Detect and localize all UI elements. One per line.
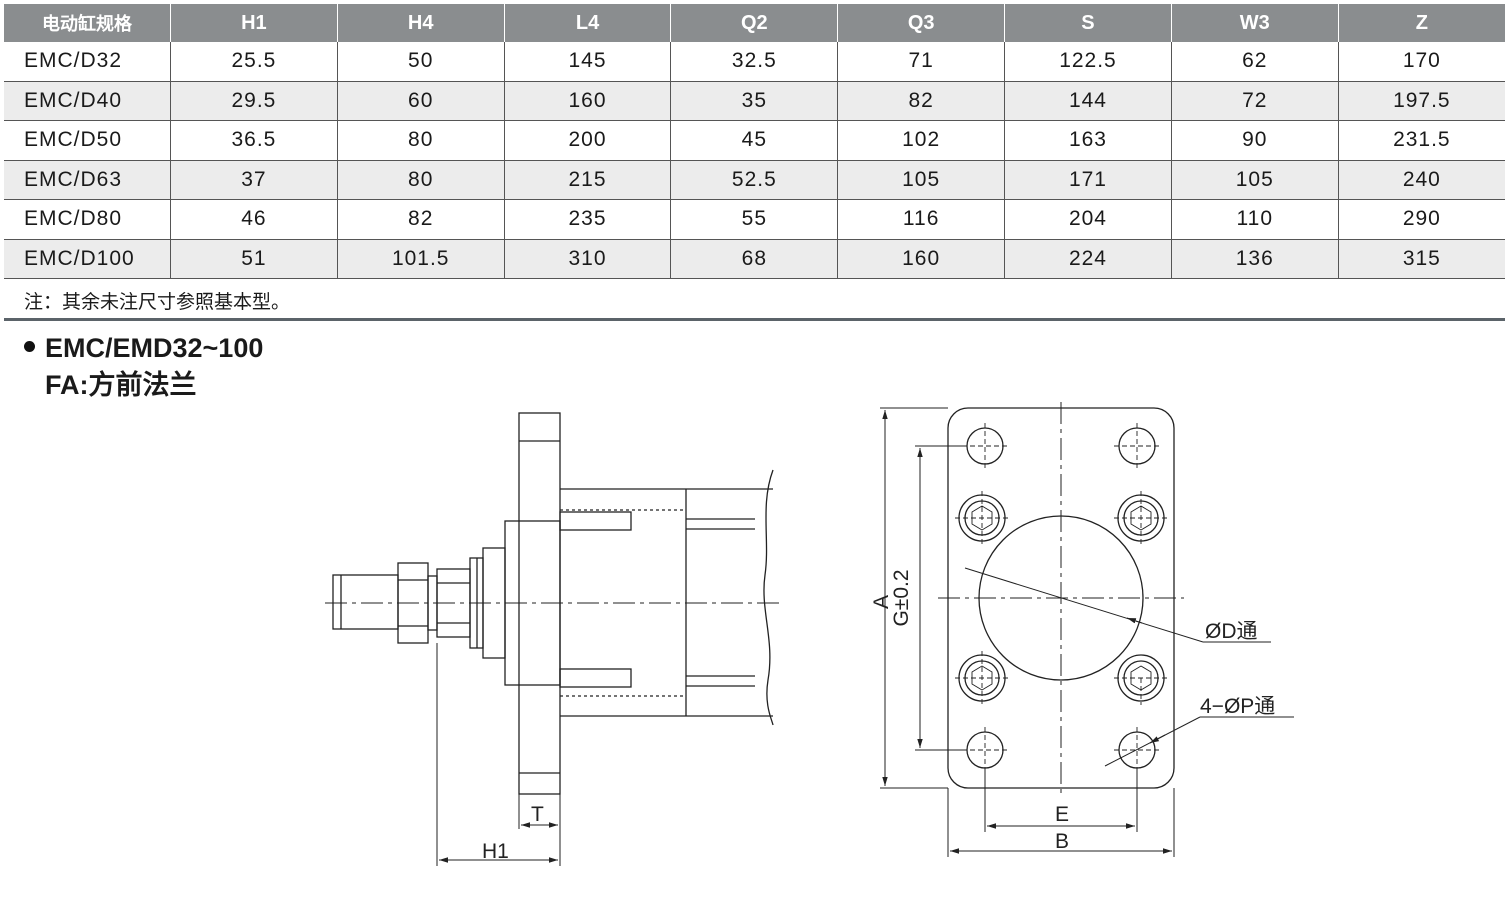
table-cell: 105 <box>1171 160 1339 200</box>
table-cell: 136 <box>1171 239 1339 279</box>
section-subtitle: FA:方前法兰 <box>45 370 197 400</box>
table-footnote: 注：其余未注尺寸参照基本型。 <box>24 292 291 313</box>
table-cell: 116 <box>837 199 1006 240</box>
table-cell: 51 <box>170 239 338 279</box>
table-row: EMC/D100 51 101.5 310 68 160 224 136 315 <box>4 239 1505 279</box>
table-cell: 231.5 <box>1338 120 1505 161</box>
table-cell: 32.5 <box>670 42 839 82</box>
front-view-drawing <box>880 402 1294 857</box>
table-cell: 163 <box>1004 120 1172 161</box>
table-cell: 310 <box>504 239 672 279</box>
col-header: L4 <box>504 4 672 42</box>
table-cell: 101.5 <box>337 239 505 279</box>
table-cell: 105 <box>837 160 1006 200</box>
table-cell: 197.5 <box>1338 81 1505 121</box>
table-cell: 72 <box>1171 81 1339 121</box>
table-cell: 25.5 <box>170 42 338 82</box>
table-cell: 35 <box>670 81 839 121</box>
table-cell: EMC/D80 <box>4 199 171 240</box>
col-header: W3 <box>1171 4 1339 42</box>
dim-h1-label: H1 <box>482 840 509 863</box>
table-cell: EMC/D40 <box>4 81 171 121</box>
section-title: EMC/EMD32~100 <box>45 333 264 363</box>
table-cell: 80 <box>337 160 505 200</box>
table-row: EMC/D32 25.5 50 145 32.5 71 122.5 62 170 <box>4 42 1505 82</box>
table-cell: 62 <box>1171 42 1339 82</box>
table-header-row: 电动缸规格 H1 H4 L4 Q2 Q3 S W3 Z <box>4 4 1505 42</box>
table-cell: 29.5 <box>170 81 338 121</box>
dim-a-label: A <box>870 595 893 609</box>
spec-table: 电动缸规格 H1 H4 L4 Q2 Q3 S W3 Z EMC/D32 25.5… <box>4 4 1505 279</box>
table-cell: 224 <box>1004 239 1172 279</box>
table-cell: 122.5 <box>1004 42 1172 82</box>
table-cell: 46 <box>170 199 338 240</box>
table-cell: EMC/D50 <box>4 120 171 161</box>
table-cell: 110 <box>1171 199 1339 240</box>
table-cell: 37 <box>170 160 338 200</box>
table-cell: 215 <box>504 160 672 200</box>
table-cell: 45 <box>670 120 839 161</box>
table-cell: 171 <box>1004 160 1172 200</box>
col-header: 电动缸规格 <box>4 4 171 42</box>
col-header: H1 <box>170 4 338 42</box>
table-cell: EMC/D100 <box>4 239 171 279</box>
table-cell: 50 <box>337 42 505 82</box>
col-header: Q3 <box>837 4 1006 42</box>
section-divider <box>4 318 1505 321</box>
table-cell: 71 <box>837 42 1006 82</box>
table-cell: 82 <box>337 199 505 240</box>
col-header: H4 <box>337 4 505 42</box>
col-header: S <box>1004 4 1172 42</box>
table-row: EMC/D80 46 82 235 55 116 204 110 290 <box>4 199 1505 240</box>
table-row: EMC/D50 36.5 80 200 45 102 163 90 231.5 <box>4 120 1505 161</box>
table-cell: 235 <box>504 199 672 240</box>
table-cell: 160 <box>837 239 1006 279</box>
table-cell: EMC/D32 <box>4 42 171 82</box>
bullet-icon <box>24 341 35 353</box>
dim-g-label: G±0.2 <box>890 569 913 626</box>
table-cell: 204 <box>1004 199 1172 240</box>
table-cell: 144 <box>1004 81 1172 121</box>
table-cell: 82 <box>837 81 1006 121</box>
table-cell: 68 <box>670 239 839 279</box>
section-heading: EMC/EMD32~100 FA:方前法兰 <box>24 330 263 404</box>
table-cell: 80 <box>337 120 505 161</box>
table-cell: 52.5 <box>670 160 839 200</box>
col-header: Z <box>1338 4 1505 42</box>
table-row: EMC/D40 29.5 60 160 35 82 144 72 197.5 <box>4 81 1505 121</box>
table-cell: 145 <box>504 42 672 82</box>
table-row: EMC/D63 37 80 215 52.5 105 171 105 240 <box>4 160 1505 200</box>
dim-p-label: 4−ØP通 <box>1200 695 1275 718</box>
table-cell: 170 <box>1338 42 1505 82</box>
table-cell: 315 <box>1338 239 1505 279</box>
dim-b-label: B <box>1055 830 1069 853</box>
table-cell: 200 <box>504 120 672 161</box>
col-header: Q2 <box>670 4 839 42</box>
table-cell: 55 <box>670 199 839 240</box>
side-view-drawing <box>325 412 780 866</box>
table-cell: 102 <box>837 120 1006 161</box>
table-cell: 240 <box>1338 160 1505 200</box>
table-cell: 290 <box>1338 199 1505 240</box>
table-cell: 60 <box>337 81 505 121</box>
table-cell: EMC/D63 <box>4 160 171 200</box>
table-cell: 160 <box>504 81 672 121</box>
dim-t-label: T <box>531 803 544 826</box>
dim-d-label: ØD通 <box>1205 620 1258 643</box>
dim-e-label: E <box>1055 803 1069 826</box>
table-cell: 36.5 <box>170 120 338 161</box>
table-cell: 90 <box>1171 120 1339 161</box>
